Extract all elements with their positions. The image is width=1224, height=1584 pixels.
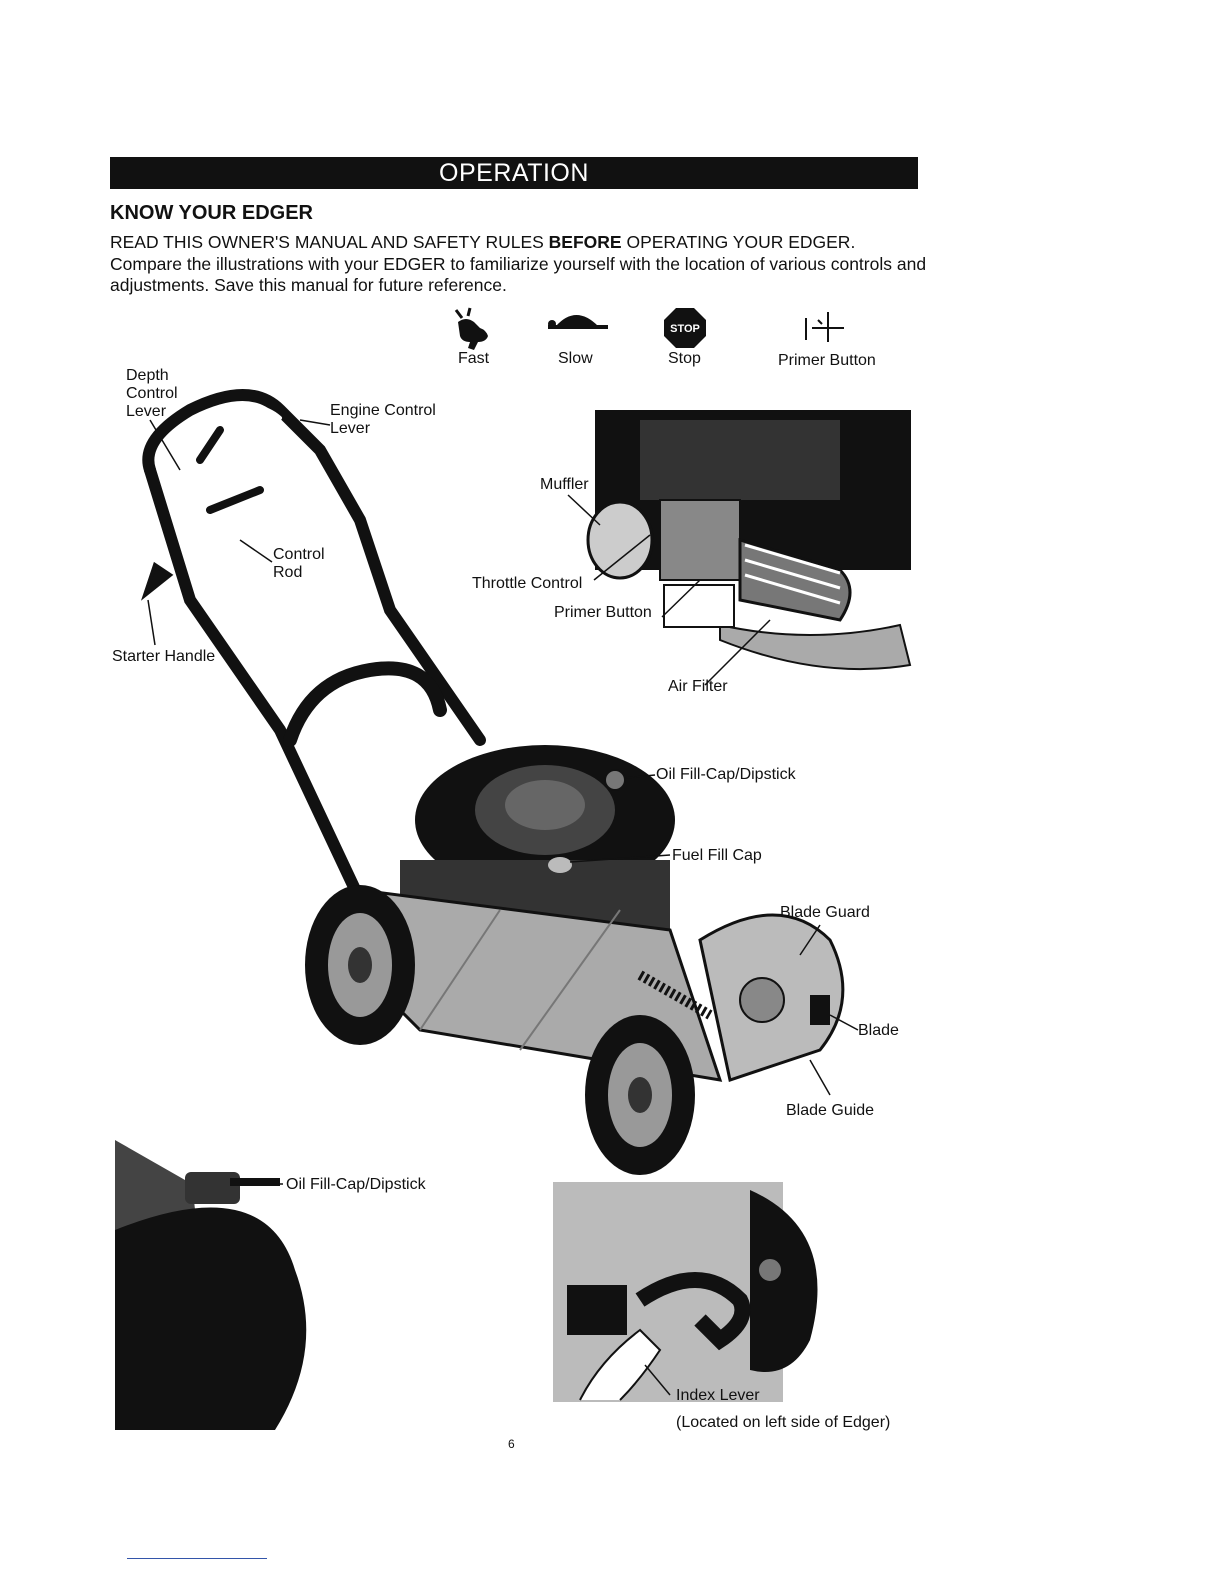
index-lever-label: Index Lever	[676, 1387, 760, 1404]
turtle-icon	[548, 315, 608, 329]
starter-handle-label: Starter Handle	[112, 648, 216, 665]
fuel-fill-cap-label: Fuel Fill Cap	[672, 847, 762, 864]
engine-control-lever-label: Engine Control Lever	[330, 402, 436, 438]
depth-label-line2: Control	[126, 385, 178, 402]
spring	[637, 970, 713, 1020]
blade-guard	[698, 913, 845, 1082]
oil-fill-cap-label: Oil Fill-Cap/Dipstick	[656, 766, 796, 783]
intro-text-1: READ THIS OWNER'S MANUAL AND SAFETY RULE…	[110, 232, 549, 252]
oil-fill-cap-detail-label: Oil Fill-Cap/Dipstick	[286, 1176, 426, 1193]
intro-text-2: OPERATING YOUR EDGER. Compare the illust…	[110, 232, 927, 295]
callout-leaders	[147, 419, 859, 1396]
rear-wheel	[305, 885, 415, 1045]
blade-guard-label: Blade Guard	[780, 904, 870, 921]
svg-text:STOP: STOP	[670, 323, 700, 335]
control-rod-label: Control Rod	[273, 546, 325, 582]
engine-detail	[586, 410, 912, 671]
muffler-label: Muffler	[540, 476, 589, 493]
intro-paragraph: READ THIS OWNER'S MANUAL AND SAFETY RULE…	[110, 232, 930, 297]
section-heading: KNOW YOUR EDGER	[110, 202, 313, 224]
index-lever-note: (Located on left side of Edger)	[676, 1414, 891, 1431]
control-rod-line2: Rod	[273, 564, 303, 581]
throttle-control-label: Throttle Control	[472, 575, 583, 592]
blade-guide-label: Blade Guide	[786, 1102, 875, 1119]
page-number: 6	[508, 1437, 515, 1451]
stop-label: Stop	[668, 350, 701, 367]
footer-rule	[127, 1558, 267, 1559]
primer-button-callout: Primer Button	[554, 604, 652, 621]
control-rod-line1: Control	[273, 546, 325, 563]
depth-label-line1: Depth	[126, 367, 169, 384]
blade-label: Blade	[858, 1022, 899, 1039]
index-lever-detail	[553, 1182, 818, 1402]
depth-control-lever-label: Depth Control Lever	[126, 367, 178, 421]
front-wheel	[585, 1015, 695, 1175]
primer-button-label: Primer Button	[778, 352, 876, 369]
intro-bold: BEFORE	[548, 232, 622, 252]
dipstick-detail	[115, 1140, 307, 1430]
edger-handle	[140, 389, 486, 906]
engine-control-line2: Lever	[330, 420, 371, 437]
section-banner: OPERATION	[110, 157, 918, 189]
rabbit-icon	[454, 307, 488, 350]
depth-label-line3: Lever	[126, 403, 167, 420]
primer-icon	[805, 312, 844, 342]
slow-label: Slow	[558, 350, 593, 367]
engine-control-line1: Engine Control	[330, 402, 436, 419]
stop-sign-icon: STOP	[664, 308, 706, 348]
air-filter-label: Air Filter	[668, 678, 728, 695]
fast-label: Fast	[458, 350, 490, 367]
